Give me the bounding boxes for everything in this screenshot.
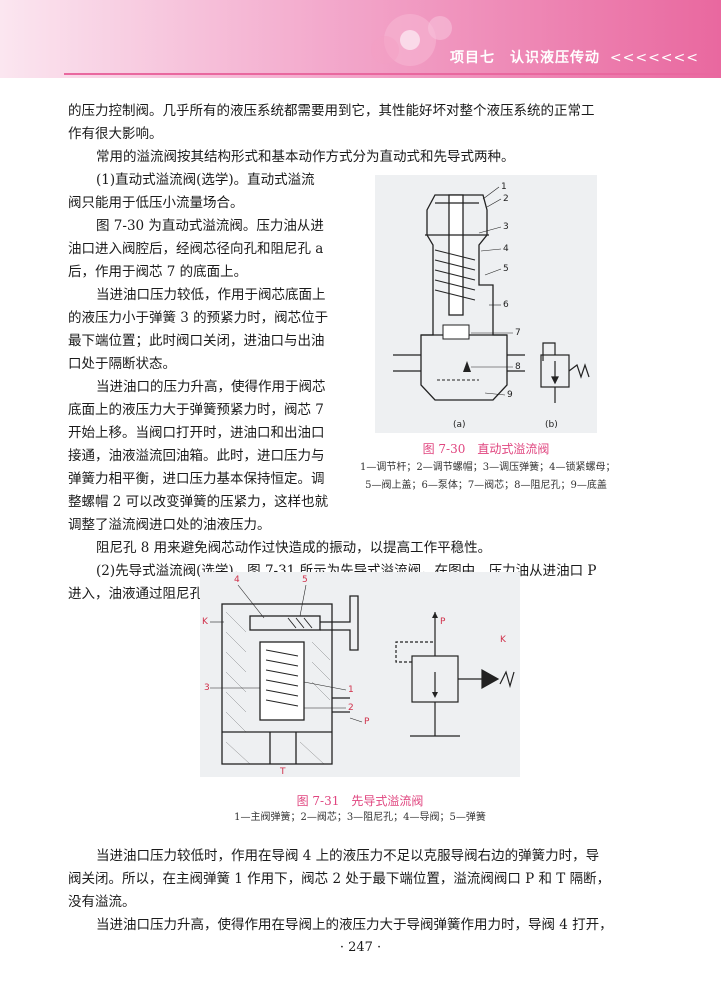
fig31-symbol-label-k: K <box>500 635 507 645</box>
fig30-sublabel-a: (a) <box>453 420 466 430</box>
fig30-label-3: 3 <box>503 222 509 232</box>
paragraph-line: 没有溢流。 <box>68 894 136 910</box>
fig31-label-t: T <box>279 767 286 777</box>
paragraph-line: 最下端位置；此时阀口关闭，进油口与出油 <box>68 333 325 349</box>
figure-7-30-legend-line2: 5—阀上盖；6—泵体；7—阀芯；8—阻尼孔；9—底盖 <box>365 480 607 491</box>
page-number: · 247 · <box>339 940 382 955</box>
fig30-label-4: 4 <box>503 244 509 254</box>
figure-7-31: 4 5 K 3 1 2 P T P K <box>200 572 520 777</box>
fig30-label-7: 7 <box>515 328 521 338</box>
paragraph-line: 阻尼孔 8 用来避免阀芯动作过快造成的振动，以提高工作平稳性。 <box>96 540 492 556</box>
paragraph-line: 整螺帽 2 可以改变弹簧的压紧力，这样也就 <box>68 494 329 510</box>
fig30-label-9: 9 <box>507 390 513 400</box>
fig31-label-5: 5 <box>302 575 308 585</box>
fig31-label-k: K <box>202 617 209 627</box>
paragraph-line: 油口进入阀腔后，经阀芯径向孔和阻尼孔 a <box>68 241 324 257</box>
paragraph-line: 当进油口压力升高，使得作用在导阀上的液压力大于导阀弹簧作用力时，导阀 4 打开， <box>96 917 613 933</box>
fig30-label-2: 2 <box>503 194 509 204</box>
fig31-label-3: 3 <box>204 683 210 693</box>
paragraph-line: 常用的溢流阀按其结构形式和基本动作方式分为直动式和先导式两种。 <box>96 149 515 165</box>
fig30-label-6: 6 <box>503 300 509 310</box>
direct-relief-valve-drawing: 1 2 3 4 5 6 7 8 9 (a) (b) <box>393 182 590 430</box>
header-rule <box>64 73 721 75</box>
paragraph-line: 图 7-30 为直动式溢流阀。压力油从进 <box>96 218 324 234</box>
paragraph-line: 阀关闭。所以，在主阀弹簧 1 作用下，阀芯 2 处于最下端位置，溢流阀阀口 P … <box>68 871 611 887</box>
paragraph-line: 开始上移。当阀口打开时，进油口和出油口 <box>68 425 325 441</box>
fig30-label-1: 1 <box>501 182 507 192</box>
paragraph-line: 后，作用于阀芯 7 的底面上。 <box>68 264 248 280</box>
paragraph-line: 作有很大影响。 <box>68 126 163 142</box>
paragraph-line: (1)直动式溢流阀(选学)。直动式溢流 <box>96 172 315 188</box>
paragraph-line: 底面上的液压力大于弹簧预紧力时，阀芯 7 <box>68 402 324 418</box>
fig31-symbol-label-p: P <box>440 617 446 627</box>
paragraph-line: 的压力控制阀。几乎所有的液压系统都需要用到它，其性能好坏对整个液压系统的正常工 <box>68 103 595 119</box>
fig30-label-8: 8 <box>515 362 521 372</box>
figure-7-31-legend: 1—主阀弹簧；2—阀芯；3—阻尼孔；4—导阀；5—弹簧 <box>234 812 486 823</box>
chapter-title-arrows: <<<<<<< <box>609 50 699 66</box>
chapter-title-text: 项目七 认识液压传动 <box>450 50 600 66</box>
page-header-banner: 项目七 认识液压传动 <<<<<<< <box>0 0 721 78</box>
paragraph-line: 阀只能用于低压小流量场合。 <box>68 195 244 211</box>
paragraph-line: 调整了溢流阀进口处的油液压力。 <box>68 517 271 533</box>
gear-decoration-icon <box>371 14 452 66</box>
figure-7-30: 1 2 3 4 5 6 7 8 9 (a) (b) <box>375 175 597 433</box>
fig31-label-2: 2 <box>348 703 354 713</box>
figure-7-30-caption: 图 7-30 直动式溢流阀 <box>422 442 550 456</box>
fig30-sublabel-b: (b) <box>545 420 558 430</box>
paragraph-line: 当进油口压力较低，作用于阀芯底面上 <box>96 287 326 303</box>
figure-7-31-caption: 图 7-31 先导式溢流阀 <box>296 794 424 808</box>
fig31-label-1: 1 <box>348 685 354 695</box>
paragraph-line: 接通，油液溢流回油箱。此时，进口压力与 <box>68 448 325 464</box>
paragraph-line: 当进油口的压力升高，使得作用于阀芯 <box>96 379 326 395</box>
paragraph-line: 弹簧力相平衡，进口压力基本保持恒定。调 <box>68 471 325 487</box>
fig30-label-5: 5 <box>503 264 509 274</box>
chapter-title: 项目七 认识液压传动 <<<<<<< <box>450 47 699 67</box>
fig31-label-p: P <box>364 717 370 727</box>
paragraph-line: 当进油口压力较低时，作用在导阀 4 上的液压力不足以克服导阀右边的弹簧力时，导 <box>96 848 600 864</box>
fig31-label-4: 4 <box>234 575 240 585</box>
figure-7-30-legend-line1: 1—调节杆；2—调节螺帽；3—调压弹簧；4—锁紧螺母； <box>360 462 616 473</box>
paragraph-line: 口处于隔断状态。 <box>68 356 176 372</box>
pilot-relief-valve-drawing: 4 5 K 3 1 2 P T P K <box>202 575 515 777</box>
paragraph-line: 的液压力小于弹簧 3 的预紧力时，阀芯位于 <box>68 310 329 326</box>
